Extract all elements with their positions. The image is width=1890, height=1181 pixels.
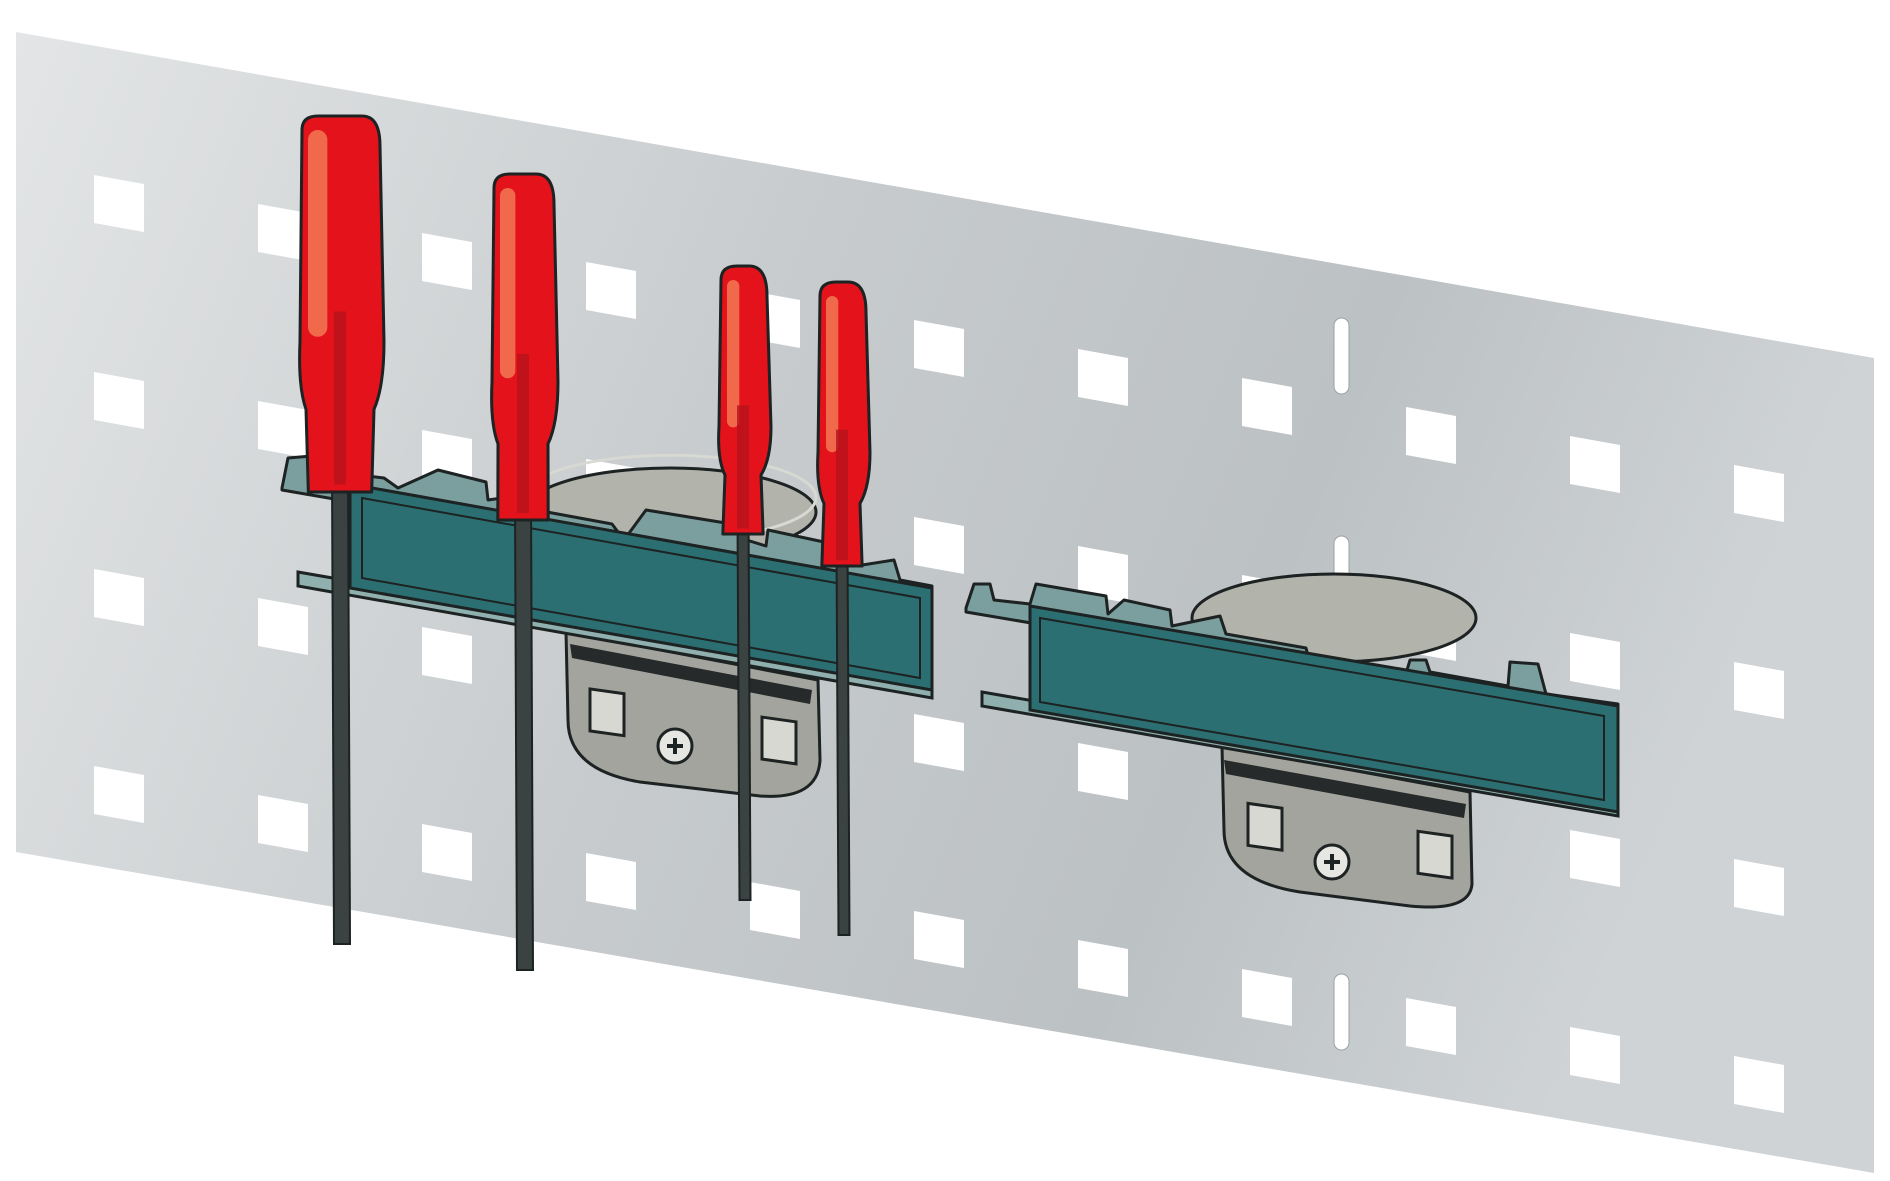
screwdriver-shaft: [736, 513, 752, 901]
panel-hole: [94, 372, 144, 429]
screwdriver-4: [816, 280, 872, 936]
panel-hole: [422, 824, 472, 881]
panel-hole: [1570, 1027, 1620, 1084]
panel-hole: [1734, 465, 1784, 522]
panel-hole: [1570, 830, 1620, 887]
bracket-screw-icon: [1313, 843, 1351, 881]
panel-hole: [258, 204, 308, 261]
screwdriver-handle-shadow: [737, 405, 749, 529]
panel-hole: [586, 262, 636, 319]
screwdriver-handle-shadow: [334, 311, 346, 485]
panel-surface: [16, 32, 1874, 1173]
panel-hole: [258, 795, 308, 852]
screwdriver-shaft: [513, 499, 535, 971]
panel-hole: [1734, 859, 1784, 916]
right-tool-rail: [964, 582, 1620, 818]
left-holder: [280, 453, 934, 798]
panel-hole: [1078, 546, 1128, 603]
panel-hole: [1570, 633, 1620, 690]
panel-hole: [1734, 1056, 1784, 1113]
screwdriver-shaft: [835, 545, 851, 936]
panel-hole: [586, 853, 636, 910]
panel-hole: [94, 569, 144, 626]
screwdriver-2: [490, 172, 560, 971]
screwdriver-handle-highlight: [308, 130, 328, 337]
panel-hole: [1078, 940, 1128, 997]
panel-hole: [1734, 662, 1784, 719]
pegboard-panel: [16, 32, 1874, 1173]
panel-hole: [1242, 378, 1292, 435]
bracket-screw-icon: [656, 727, 694, 765]
panel-hole: [914, 911, 964, 968]
panel-hole: [94, 175, 144, 232]
panel-hole: [914, 320, 964, 377]
screwdriver-handle-shadow: [836, 429, 848, 561]
panel-hole: [1078, 349, 1128, 406]
screwdriver-shaft: [330, 471, 352, 945]
right-holder: [964, 572, 1620, 909]
left-tool-rail: [280, 454, 934, 700]
panel-hole: [1406, 407, 1456, 464]
panel-hole: [914, 714, 964, 771]
panel-hole: [1406, 998, 1456, 1055]
panel-hole: [1242, 969, 1292, 1026]
panel-hole: [1078, 743, 1128, 800]
panel-hole: [1570, 436, 1620, 493]
screwdriver-3: [717, 264, 773, 901]
screwdriver-1: [298, 114, 386, 945]
panel-hole: [914, 517, 964, 574]
screwdriver-handle-shadow: [517, 353, 529, 514]
screwdrivers: [298, 114, 872, 971]
screwdriver-handle-highlight: [500, 188, 516, 379]
panel-hole: [258, 598, 308, 655]
panel-hole: [422, 233, 472, 290]
panel-hole: [258, 401, 308, 458]
panel-hole: [750, 882, 800, 939]
panel-hole: [94, 766, 144, 823]
screwdriver-handle-highlight: [826, 296, 839, 453]
screwdriver-handle-highlight: [727, 280, 740, 428]
panel-hole: [422, 627, 472, 684]
